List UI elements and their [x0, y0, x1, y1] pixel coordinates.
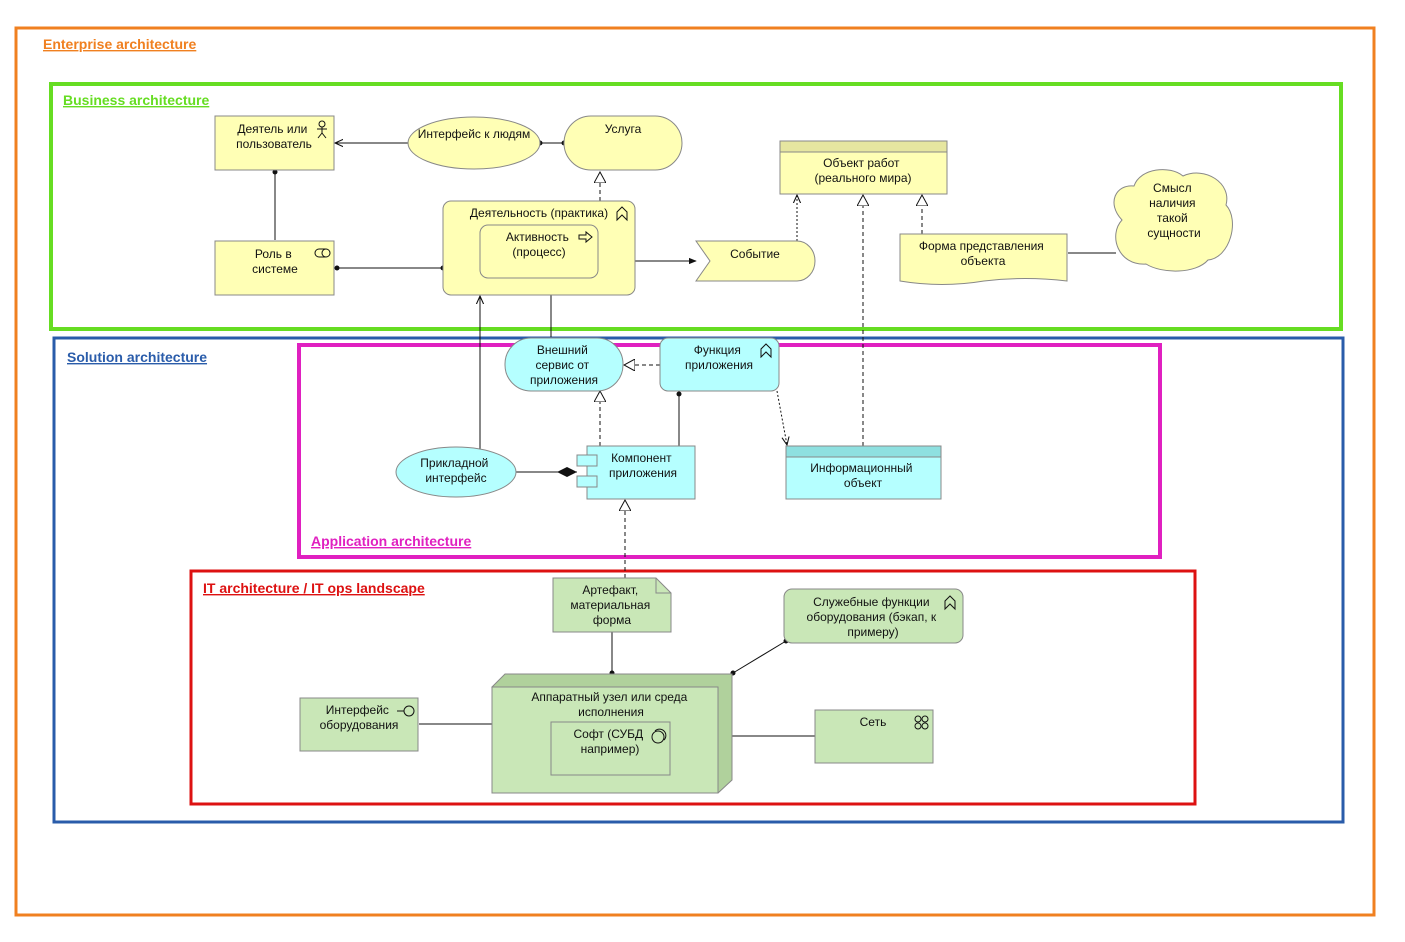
- component-icon: [576, 454, 598, 488]
- process-icon: [578, 230, 593, 244]
- connector-node-infrafunction: [730, 638, 789, 676]
- software-label: Софт (СУБД например): [573, 727, 646, 756]
- business-interface[interactable]: Интерфейс к людям: [407, 116, 541, 170]
- interface-icon: [397, 705, 415, 717]
- business-role[interactable]: Роль в системе: [214, 240, 335, 296]
- infra-function-label: Служебные функции оборудования (бэкап, к…: [807, 595, 940, 639]
- network-icon: [914, 715, 929, 730]
- software[interactable]: Софт (СУБД например): [550, 721, 671, 776]
- actor-icon: [317, 120, 327, 139]
- work-object-label: Объект работ (реального мира): [815, 156, 912, 185]
- business-zone-title: Business architecture: [63, 92, 209, 108]
- business-zone: [49, 82, 1343, 331]
- it-zone-title: IT architecture / IT ops landscape: [203, 580, 425, 596]
- infra-function-icon: [944, 595, 956, 611]
- application-zone-title: Application architecture: [311, 533, 471, 549]
- app-interface[interactable]: Прикладной интерфейс: [395, 446, 517, 498]
- business-event[interactable]: Событие: [695, 240, 816, 282]
- business-actor[interactable]: Деятель или пользователь: [214, 115, 335, 171]
- app-function[interactable]: Функция приложения: [659, 337, 780, 392]
- function-icon: [616, 206, 628, 222]
- solution-zone-title: Solution architecture: [67, 349, 207, 365]
- app-service[interactable]: Внешний сервис от приложения: [504, 337, 624, 392]
- app-component[interactable]: Компонент приложения: [576, 445, 696, 500]
- business-service-label: Услуга: [605, 122, 642, 136]
- infra-function[interactable]: Служебные функции оборудования (бэкап, к…: [783, 588, 964, 644]
- app-component-label: Компонент приложения: [609, 451, 677, 480]
- network[interactable]: Сеть: [814, 709, 934, 764]
- connectors: [272, 143, 1116, 737]
- role-icon: [314, 248, 331, 258]
- meaning-label: Смысл наличия такой сущности: [1147, 181, 1200, 240]
- role-label: Роль в системе: [252, 247, 298, 276]
- infra-interface[interactable]: Интерфейс оборудования: [299, 697, 419, 752]
- system-software-icon: [651, 728, 667, 744]
- enterprise-zone: [14, 26, 1376, 917]
- representation-label: Форма представления объекта: [919, 239, 1047, 268]
- business-interface-label: Интерфейс к людям: [418, 127, 531, 141]
- app-function-icon: [760, 343, 772, 359]
- artifact-fold-icon: [655, 578, 671, 594]
- app-interface-label: Прикладной интерфейс: [420, 456, 491, 485]
- app-function-label: Функция приложения: [685, 343, 753, 372]
- business-meaning[interactable]: Смысл наличия такой сущности: [1113, 169, 1233, 272]
- data-object[interactable]: Информационный объект: [785, 445, 942, 500]
- connector-function-dataobject: [776, 390, 787, 445]
- infra-interface-label: Интерфейс оборудования: [320, 703, 399, 732]
- node-label: Аппаратный узел или среда исполнения: [531, 690, 690, 719]
- event-label: Событие: [730, 247, 780, 261]
- business-activity[interactable]: Активность (процесс): [479, 224, 599, 279]
- data-object-label: Информационный объект: [810, 461, 916, 490]
- network-label: Сеть: [860, 715, 887, 729]
- practice-label: Деятельность (практика): [470, 206, 608, 220]
- app-service-label: Внешний сервис от приложения: [530, 343, 598, 387]
- business-work-object[interactable]: Объект работ (реального мира): [779, 140, 948, 195]
- actor-label: Деятель или пользователь: [236, 122, 312, 151]
- business-representation[interactable]: Форма представления объекта: [899, 233, 1068, 285]
- business-service[interactable]: Услуга: [563, 115, 683, 171]
- it-zone: [189, 569, 1197, 806]
- enterprise-zone-title: Enterprise architecture: [43, 36, 196, 52]
- artifact-label: Артефакт, материальная форма: [570, 583, 653, 627]
- activity-label: Активность (процесс): [506, 230, 572, 259]
- artifact[interactable]: Артефакт, материальная форма: [552, 577, 672, 633]
